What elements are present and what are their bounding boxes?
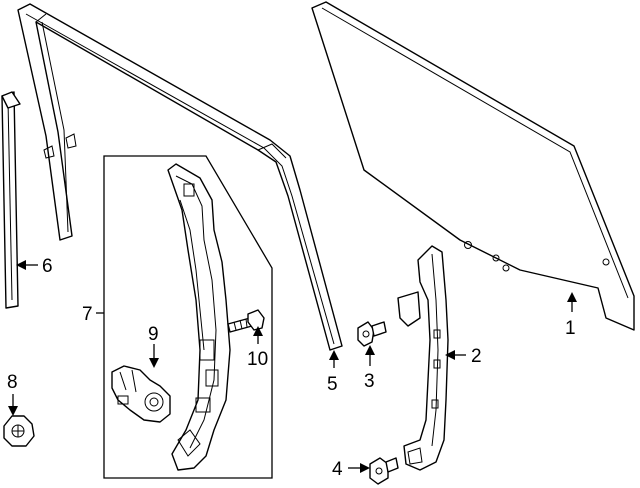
regulator-assembly-box: [103, 155, 273, 479]
callout-10: 10: [247, 349, 268, 370]
callout-7: 7: [82, 304, 93, 325]
leader-lines: [8, 260, 577, 473]
part-rear-run-channel[interactable]: [1, 91, 21, 309]
part-bolt[interactable]: [227, 309, 265, 333]
part-channel-clips: [43, 133, 77, 159]
callout-5: 5: [327, 374, 338, 395]
part-bolt-3[interactable]: [357, 321, 387, 347]
part-clip-nut[interactable]: [3, 415, 35, 447]
part-bolt-4[interactable]: [369, 457, 399, 485]
callout-8: 8: [7, 372, 18, 393]
part-window-regulator[interactable]: [167, 163, 231, 471]
part-door-glass[interactable]: [311, 1, 635, 331]
callout-1: 1: [565, 318, 576, 339]
callout-4: 4: [332, 459, 343, 480]
part-glass-run-channel[interactable]: [17, 3, 343, 351]
callout-3: 3: [364, 371, 375, 392]
callout-9: 9: [148, 324, 159, 345]
callout-6: 6: [42, 256, 53, 277]
callout-2: 2: [471, 346, 482, 367]
part-regulator-motor[interactable]: [111, 365, 171, 423]
callout-labels: 1 2 3 4 5 6 7 8 9 10: [7, 256, 576, 480]
part-mounting-bracket[interactable]: [397, 245, 449, 471]
